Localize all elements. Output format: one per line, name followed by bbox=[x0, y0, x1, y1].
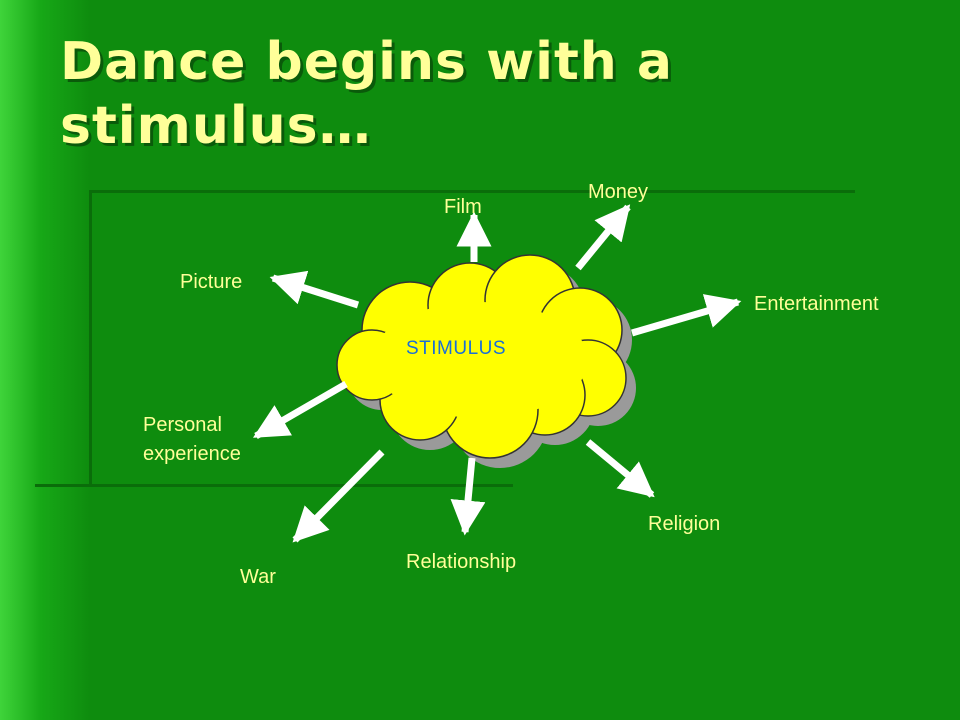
arrow-picture bbox=[269, 270, 360, 309]
label-entertainment: Entertainment bbox=[754, 293, 879, 315]
background-divider-middle bbox=[35, 484, 513, 487]
label-religion: Religion bbox=[648, 513, 721, 535]
arrow-religion bbox=[585, 439, 655, 498]
label-personal-line1: Personal bbox=[143, 414, 222, 436]
background-divider-left bbox=[89, 190, 92, 485]
arrow-personal-experience bbox=[252, 380, 348, 440]
background-gradient-strip bbox=[0, 0, 90, 720]
label-relationship: Relationship bbox=[406, 551, 517, 573]
label-film: Film bbox=[444, 196, 482, 218]
cloud-core bbox=[372, 302, 588, 418]
arrow-money bbox=[575, 204, 631, 271]
arrow-war bbox=[292, 449, 385, 543]
label-picture: Picture bbox=[180, 271, 243, 293]
label-personal-line2: experience bbox=[143, 443, 241, 465]
background-divider-top bbox=[90, 190, 855, 193]
arrow-entertainment bbox=[631, 294, 742, 337]
arrow-relationship bbox=[450, 457, 486, 536]
center-label: STIMULUS bbox=[406, 338, 507, 359]
slide-title: Dance begins with a stimulus… bbox=[60, 32, 674, 156]
label-money: Money bbox=[588, 181, 649, 203]
label-war: War bbox=[240, 566, 276, 588]
